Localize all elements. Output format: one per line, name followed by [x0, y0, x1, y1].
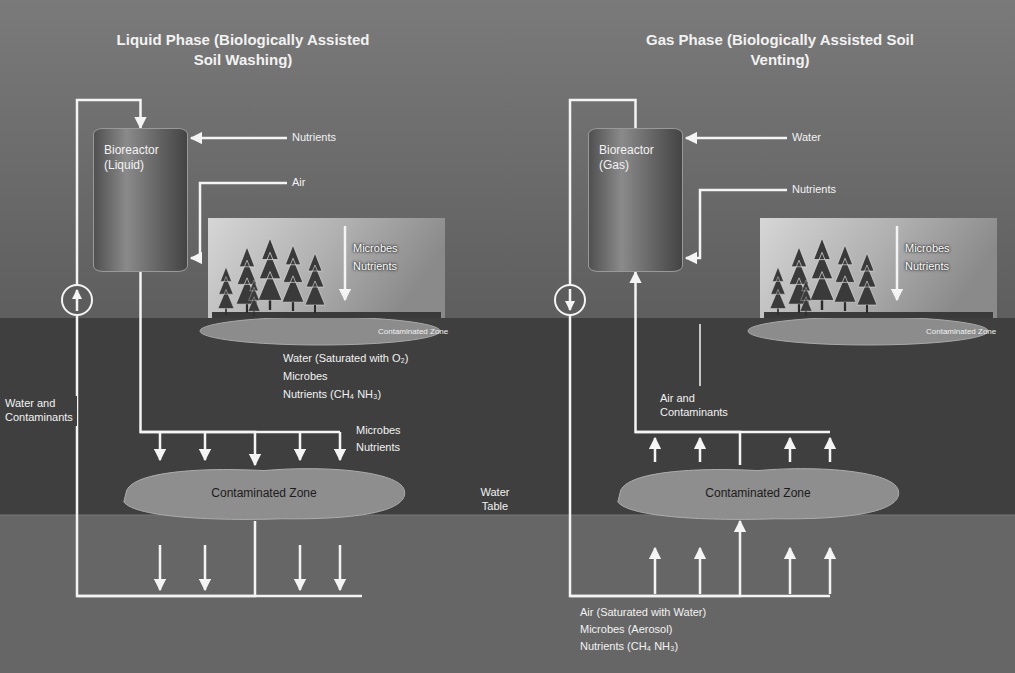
zone-shape	[124, 469, 405, 520]
pump-arrow	[76, 290, 79, 311]
nutrient-feed	[191, 137, 287, 140]
tank-label: Bioreactor (Liquid)	[104, 143, 179, 173]
flow-label: Microbes	[283, 370, 328, 384]
surface-inset: MicrobesNutrients	[760, 218, 997, 318]
zone-label: Contaminated Zone	[211, 486, 316, 501]
water-table-label: Water Table	[468, 486, 522, 514]
trees	[770, 238, 877, 316]
pipe-connector	[636, 272, 741, 465]
panel-title: Liquid Phase (Biologically Assisted Soil…	[113, 30, 373, 69]
zone-note: Contaminated Zone	[378, 327, 448, 337]
panel-title: Gas Phase (Biologically Assisted Soil Ve…	[645, 30, 915, 69]
bioreactor-tank: Bioreactor (Liquid)	[93, 128, 188, 272]
flow-label: Nutrients	[356, 441, 400, 455]
inset-label: Nutrients	[353, 258, 398, 276]
input-label: Nutrients	[292, 131, 336, 145]
tank-label: Bioreactor (Gas)	[599, 143, 674, 173]
inset-text: MicrobesNutrients	[905, 240, 950, 275]
input-label: Air	[292, 176, 305, 190]
zone-note: Contaminated Zone	[926, 327, 996, 337]
inset-label: Nutrients	[905, 258, 950, 276]
flow-label: Nutrients (CH₄ NH₃)	[283, 388, 381, 402]
air-feed	[191, 183, 287, 258]
input-label: Nutrients	[792, 183, 836, 197]
trees	[218, 238, 325, 316]
microbes-arrow	[896, 226, 899, 300]
flow-label: Microbes	[356, 424, 401, 438]
surface-inset: MicrobesNutrients	[208, 218, 445, 318]
input-label: Water	[792, 131, 821, 145]
inset-label: Microbes	[353, 240, 398, 258]
pump-arrow	[569, 289, 572, 310]
inset-label: Microbes	[905, 240, 950, 258]
flow-label: Nutrients (CH₄ NH₃)	[580, 640, 678, 654]
leader-line	[699, 324, 701, 386]
flow-label: Air (Saturated with Water)	[580, 606, 706, 620]
microbes-arrow	[344, 226, 347, 300]
zone-label: Contaminated Zone	[705, 486, 810, 501]
bioreactor-tank: Bioreactor (Gas)	[588, 128, 683, 272]
pump-symbol	[555, 285, 585, 315]
water-table-line	[0, 515, 1015, 516]
sky-ground	[0, 0, 1015, 318]
contaminated-zone: Contaminated Zone	[612, 465, 904, 521]
surface-inset	[208, 218, 445, 318]
water-feed	[686, 137, 787, 140]
pipe-connector	[570, 100, 740, 596]
pipe-connector	[141, 272, 256, 465]
flow-label: Water and Contaminants	[3, 396, 77, 426]
flow-label: Microbes (Aerosol)	[580, 623, 672, 637]
pipe-connector	[77, 100, 255, 596]
nutrient-feed	[686, 190, 787, 258]
contaminated-zone: Contaminated Zone	[118, 465, 410, 521]
pump-symbol	[62, 285, 92, 315]
saturated-soil-band	[0, 515, 1015, 673]
flow-label: Air and Contaminants	[660, 392, 740, 420]
pipework	[77, 138, 830, 596]
zone-shape	[618, 469, 899, 520]
flow-label: Water (Saturated with O₂)	[283, 352, 409, 366]
inset-text: MicrobesNutrients	[353, 240, 398, 275]
surface-inset	[760, 218, 997, 318]
